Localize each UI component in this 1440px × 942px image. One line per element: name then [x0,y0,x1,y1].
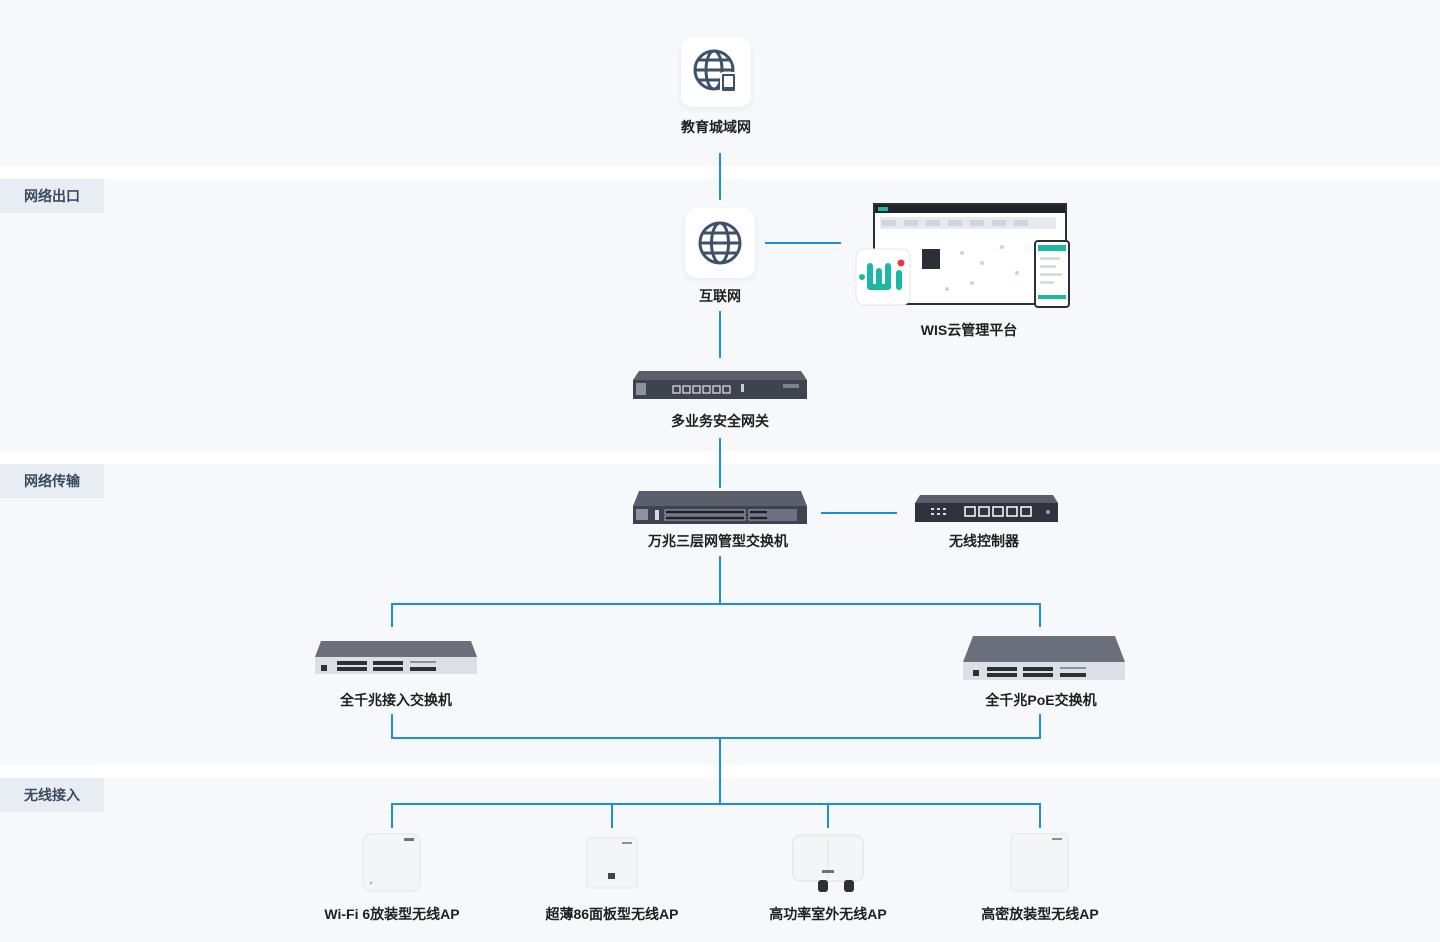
metro-network-label: 教育城域网 [681,119,751,135]
core-switch[interactable] [633,491,807,524]
internet-label: 互联网 [699,288,741,304]
access-switch-device-icon [315,641,477,674]
security-gateway-label: 多业务安全网关 [671,413,769,429]
zone-label-wireless: 无线接入 [0,778,104,812]
wis-platform-label: WIS云管理平台 [920,322,1018,338]
internet-tile[interactable] [685,208,755,278]
outdoor-ap-device-icon [792,834,864,892]
wifi6-ap-device-icon [362,833,421,892]
wireless-controller[interactable] [915,495,1058,522]
panel-ap[interactable] [586,837,638,889]
poe-switch-label: 全千兆PoE交换机 [985,692,1097,708]
poe-switch[interactable] [963,636,1125,680]
outdoor-ap[interactable] [792,834,864,894]
high-density-ap[interactable] [1010,833,1069,892]
wis-platform[interactable] [852,203,1072,309]
zone-label-transport: 网络传输 [0,464,104,498]
access-switch-label: 全千兆接入交换机 [340,692,452,708]
panel-ap-device-icon [586,837,638,889]
zone-band-wireless [0,778,1440,942]
gateway-device-icon [633,371,807,399]
wireless-controller-label: 无线控制器 [949,533,1019,549]
core-switch-label: 万兆三层网管型交换机 [648,533,788,549]
metro-network-tile[interactable] [681,37,751,107]
link-switches-bottom [391,714,1041,739]
zone-label-exit: 网络出口 [0,179,104,213]
wis-dashboard-icon [855,203,1070,308]
outdoor-ap-label: 高功率室外无线AP [769,906,887,922]
wifi6-ap-label: Wi-Fi 6放装型无线AP [324,906,460,922]
high-density-ap-label: 高密放装型无线AP [981,906,1099,922]
access-switch[interactable] [315,641,477,674]
wifi6-ap[interactable] [362,833,421,892]
panel-ap-label: 超薄86面板型无线AP [545,906,679,922]
core-switch-device-icon [633,491,807,524]
poe-switch-device-icon [963,636,1125,680]
wireless-controller-device-icon [915,495,1058,522]
link-core-switches [391,603,1041,627]
high-density-ap-device-icon [1010,833,1069,892]
globe-device-icon [693,49,737,93]
link-ap-bus [391,803,1041,828]
globe-icon [698,221,742,265]
security-gateway[interactable] [633,371,807,399]
